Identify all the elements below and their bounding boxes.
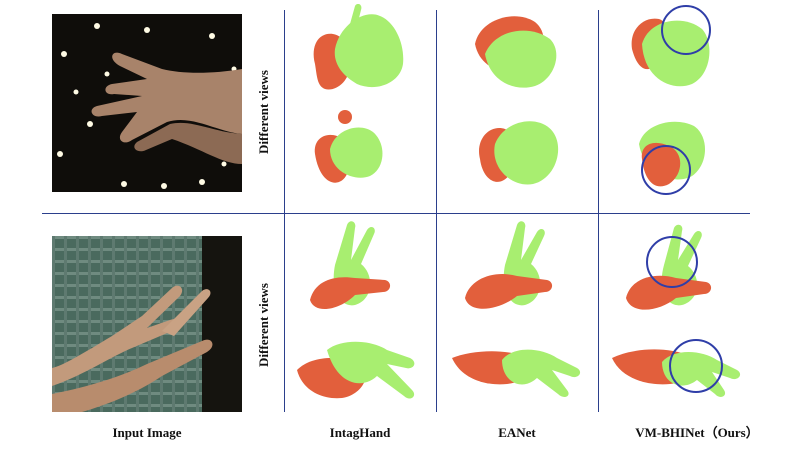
- row1-views-label: Different views: [256, 70, 271, 154]
- eanet-row2-view2: [452, 320, 582, 415]
- row-divider: [42, 213, 750, 214]
- column-divider-1: [284, 10, 285, 412]
- eanet-row1-view2: [455, 104, 585, 199]
- intaghand-row1-view1: [295, 4, 425, 99]
- ours-row1-view1: [614, 4, 744, 99]
- input-image-row2: [52, 236, 242, 412]
- caption-vm-bhinet-ours: VM-BHINet（Ours）: [635, 425, 759, 440]
- column-divider-3: [598, 10, 599, 412]
- intaghand-row1-view2: [295, 104, 425, 199]
- ours-row2-view2: [612, 320, 742, 415]
- row2-views-label: Different views: [256, 283, 271, 367]
- caption-eanet: EANet: [498, 425, 536, 440]
- eanet-row1-view1: [455, 4, 585, 99]
- caption-input-image: Input Image: [112, 425, 182, 440]
- column-divider-2: [436, 10, 437, 412]
- input-image-row1: [52, 14, 242, 192]
- caption-intaghand: IntagHand: [329, 425, 391, 440]
- ours-row1-view2: [614, 104, 744, 199]
- intaghand-row2-view2: [292, 320, 422, 415]
- intaghand-row2-view1: [295, 220, 425, 315]
- ours-row2-view1: [614, 220, 744, 315]
- eanet-row2-view1: [455, 220, 585, 315]
